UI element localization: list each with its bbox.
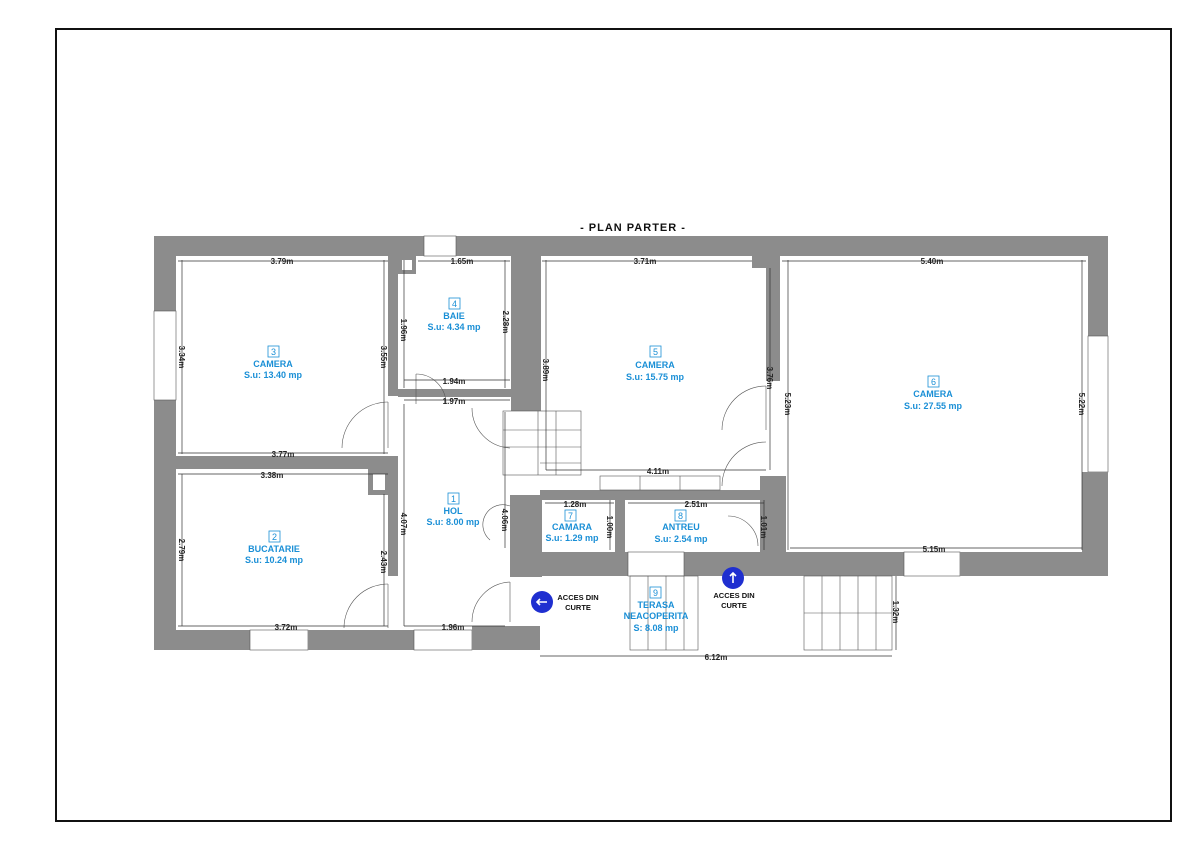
dim-label: 3.79m bbox=[271, 257, 294, 266]
room-number: 8 bbox=[678, 511, 683, 521]
room-area: S: 8.08 mp bbox=[633, 623, 679, 633]
room-baie: 4 BAIE S.u: 4.34 mp bbox=[427, 297, 481, 332]
room-area: S.u: 10.24 mp bbox=[245, 555, 304, 565]
dimension-labels: 3.79m 1.65m 3.71m 5.40m 3.34m 3.55m 1.96… bbox=[177, 257, 1086, 662]
dim-label: 1.96m bbox=[442, 623, 465, 632]
dim-label: 2.43m bbox=[379, 551, 388, 574]
room-area: S.u: 4.34 mp bbox=[427, 322, 481, 332]
dim-label: 1.94m bbox=[443, 377, 466, 386]
door-swings bbox=[341, 373, 767, 629]
room-number: 7 bbox=[568, 511, 573, 521]
dim-label: 3.34m bbox=[177, 346, 186, 369]
room-number: 4 bbox=[452, 299, 457, 309]
sheet-frame bbox=[55, 28, 1172, 822]
dim-label: 5.23m bbox=[783, 393, 792, 416]
dim-label: 1.65m bbox=[451, 257, 474, 266]
dim-label: 3.76m bbox=[765, 367, 774, 390]
window bbox=[153, 310, 177, 401]
dim-label: 1.00m bbox=[605, 516, 614, 539]
dim-label: 3.55m bbox=[379, 346, 388, 369]
dim-label: 2.28m bbox=[501, 311, 510, 334]
room-bucatarie: 2 BUCATARIE S.u: 10.24 mp bbox=[245, 530, 304, 565]
window bbox=[249, 629, 309, 651]
dim-label: 5.40m bbox=[921, 257, 944, 266]
room-name: CAMERA bbox=[913, 389, 953, 399]
room-name-line2: NEACOPERITA bbox=[624, 611, 689, 621]
staircase bbox=[502, 410, 582, 476]
access-label-line1: ACCES DIN bbox=[713, 591, 754, 600]
dim-label: 1.28m bbox=[564, 500, 587, 509]
dim-label: 2.51m bbox=[685, 500, 708, 509]
dim-label: 3.89m bbox=[541, 359, 550, 382]
room-number: 3 bbox=[271, 347, 276, 357]
room-camera-6: 6 CAMERA S.u: 27.55 mp bbox=[904, 375, 963, 411]
access-label-line2: CURTE bbox=[565, 603, 591, 612]
room-hol: 1 HOL S.u: 8.00 mp bbox=[426, 492, 480, 527]
room-area: S.u: 8.00 mp bbox=[426, 517, 480, 527]
room-area: S.u: 1.29 mp bbox=[545, 533, 599, 543]
window bbox=[903, 551, 961, 577]
room-area: S.u: 27.55 mp bbox=[904, 401, 963, 411]
room-camera-3: 3 CAMERA S.u: 13.40 mp bbox=[244, 345, 303, 380]
access-label-line2: CURTE bbox=[721, 601, 747, 610]
dim-label: 1.01m bbox=[759, 516, 768, 539]
room-name: ANTREU bbox=[662, 522, 700, 532]
dim-label: 4.07m bbox=[399, 513, 408, 536]
dim-label: 5.15m bbox=[923, 545, 946, 554]
room-number: 2 bbox=[272, 532, 277, 542]
dim-label: 1.32m bbox=[891, 601, 900, 624]
dim-label: 2.79m bbox=[177, 539, 186, 562]
room-terasa: 9 TERASA NEACOPERITA S: 8.08 mp bbox=[624, 586, 689, 633]
dim-label: 4.06m bbox=[500, 509, 509, 532]
room-area: S.u: 2.54 mp bbox=[654, 534, 708, 544]
room-camara: 7 CAMARA S.u: 1.29 mp bbox=[545, 509, 599, 543]
room-camera-5: 5 CAMERA S.u: 15.75 mp bbox=[626, 345, 685, 382]
dim-label: 5.22m bbox=[1077, 393, 1086, 416]
plan-title: - PLAN PARTER - bbox=[580, 222, 686, 234]
room-number: 6 bbox=[931, 377, 936, 387]
stair-treads bbox=[503, 411, 893, 651]
room-antreu: 8 ANTREU S.u: 2.54 mp bbox=[654, 509, 708, 544]
window bbox=[413, 629, 473, 651]
room-number: 5 bbox=[653, 347, 658, 357]
dim-label: 6.12m bbox=[705, 653, 728, 662]
dim-label: 4.11m bbox=[647, 467, 669, 476]
dim-label: 1.97m bbox=[443, 397, 466, 406]
room-labels: 1 HOL S.u: 8.00 mp 2 BUCATARIE S.u: 10.2… bbox=[244, 297, 963, 633]
dim-label: 1.96m bbox=[399, 319, 408, 342]
walls bbox=[153, 235, 1109, 651]
access-left: ACCES DIN CURTE bbox=[531, 591, 599, 613]
access-right: ACCES DIN CURTE bbox=[713, 567, 755, 610]
dimension-lines bbox=[178, 260, 1086, 657]
access-label-line1: ACCES DIN bbox=[557, 593, 598, 602]
window bbox=[627, 551, 685, 577]
dim-label: 3.38m bbox=[261, 471, 284, 480]
room-name: CAMARA bbox=[552, 522, 592, 532]
room-name: HOL bbox=[444, 506, 464, 516]
window bbox=[1087, 335, 1109, 473]
room-number: 9 bbox=[653, 588, 658, 598]
room-name: TERASA bbox=[637, 600, 675, 610]
dim-label: 3.77m bbox=[272, 450, 295, 459]
room-name: CAMERA bbox=[253, 359, 293, 369]
room-name: BUCATARIE bbox=[248, 544, 300, 554]
room-area: S.u: 13.40 mp bbox=[244, 370, 303, 380]
window bbox=[423, 235, 457, 257]
room-name: BAIE bbox=[443, 311, 465, 321]
dim-label: 3.72m bbox=[275, 623, 298, 632]
room-number: 1 bbox=[451, 494, 456, 504]
room-name: CAMERA bbox=[635, 360, 675, 370]
room-area: S.u: 15.75 mp bbox=[626, 372, 685, 382]
dim-label: 3.71m bbox=[634, 257, 657, 266]
